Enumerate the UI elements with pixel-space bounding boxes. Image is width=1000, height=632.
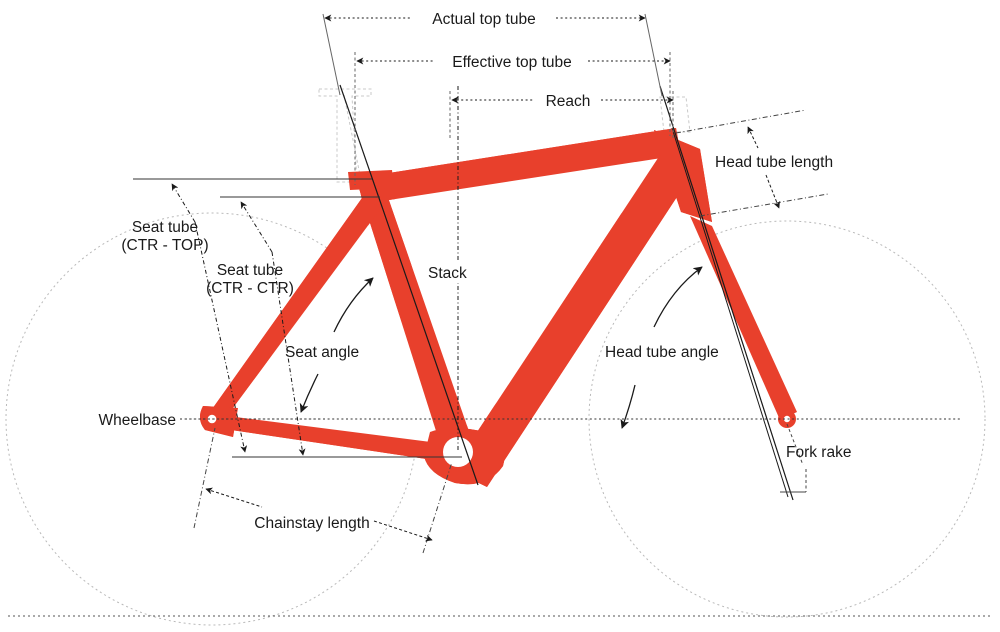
wheelbase-group: Wheelbase (98, 412, 176, 429)
fork-rake-witness-axle (786, 423, 804, 466)
head-tube-overlay (654, 130, 712, 222)
head-tube-centerline (659, 85, 794, 501)
chainstay-dim-arrow-left (205, 487, 263, 508)
ghost-components-group (318, 88, 691, 186)
front-wheel-circle (588, 220, 986, 618)
seat-tube-ctr-ctr-label-line2: (CTR - CTR) (206, 280, 294, 297)
top-dimensions-group: Actual top tube Effective top tube Reach (322, 11, 674, 185)
chainstay-overlay (211, 414, 462, 464)
centerlines-group (339, 84, 794, 501)
seat-angle-group: Seat angle (285, 277, 374, 413)
seat-tube-ctr-ctr-group: Seat tube (CTR - CTR) (194, 201, 306, 456)
stem-ghost-icon (659, 96, 691, 133)
actual-top-tube-witness-right (644, 13, 663, 97)
seat-tube-ctr-top-label-line2: (CTR - TOP) (121, 237, 208, 254)
chainstay-length-label: Chainstay length (254, 515, 369, 532)
front-triangle-void (392, 144, 670, 428)
seat-tube-ctr-ctr-arrow-up (240, 201, 273, 253)
seat-cluster (348, 170, 394, 190)
seat-tube-centerline (339, 84, 479, 486)
seat-tube-reference-lines (133, 178, 462, 458)
top-tube-overlay (357, 128, 681, 204)
down-tube-overlay (452, 155, 690, 487)
saddle-ghost-icon (318, 88, 372, 183)
seat-tube-ctr-top-arrow (171, 183, 196, 223)
seat-tube-ctr-ctr-label-line1: Seat tube (217, 262, 283, 279)
head-tube-length-label: Head tube length (715, 154, 833, 171)
seat-angle-arc-upper (333, 277, 374, 333)
actual-top-tube-label: Actual top tube (432, 11, 535, 28)
fork-rake-group: Fork rake (780, 423, 851, 493)
seat-tube-ctr-top-arrow-down (194, 221, 248, 453)
effective-top-tube-label: Effective top tube (452, 54, 572, 71)
wheelbase-label: Wheelbase (98, 412, 176, 429)
seatpost-ghost-line (343, 94, 363, 186)
head-tube-angle-arc-lower (620, 384, 636, 429)
head-tube-length-witness-top (675, 109, 807, 134)
rear-triangle-void (228, 220, 445, 448)
seat-tube-ctr-top-label-line1: Seat tube (132, 219, 198, 236)
head-tube-length-arrow-bottom (765, 174, 780, 209)
seatstay-overlay (210, 198, 381, 424)
head-tube-angle-group: Head tube angle (605, 266, 719, 429)
seat-angle-label: Seat angle (285, 344, 359, 361)
chainstay-witness-rear (193, 427, 216, 529)
fork-offset-line (671, 127, 789, 498)
seat-angle-arc-lower (299, 373, 319, 413)
head-tube-angle-arc-upper (653, 266, 703, 328)
chainstay-length-group: Chainstay length (193, 427, 453, 554)
stack-label-backdrop (424, 261, 488, 283)
head-tube-length-arrow-top (747, 126, 759, 149)
reach-label: Reach (546, 93, 591, 110)
stack-label: Stack (428, 265, 467, 282)
head-tube-length-group: Head tube length (675, 109, 833, 217)
bb-hole-overlay (443, 437, 473, 467)
head-tube-angle-label: Head tube angle (605, 344, 719, 361)
actual-top-tube-witness-left (322, 13, 341, 96)
fork-blade (690, 216, 797, 420)
seat-tube-ctr-top-group: Seat tube (CTR - TOP) (121, 183, 209, 254)
stack-dimension-group: Stack (424, 86, 488, 452)
fork-rake-label: Fork rake (786, 444, 851, 461)
